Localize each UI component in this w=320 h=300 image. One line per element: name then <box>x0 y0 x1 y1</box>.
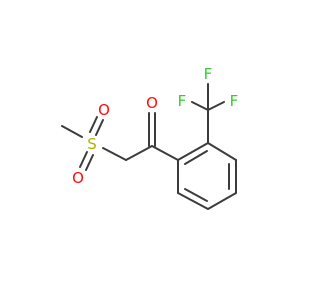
bond-sulfur-oxygen-lower-b <box>85 154 94 171</box>
bond-sulfur-oxygen-lower-a <box>79 151 88 168</box>
bond-sulfur-methylene <box>102 147 127 161</box>
bond-methylene-carbonyl <box>125 145 153 161</box>
sulfur-label: S <box>87 135 97 153</box>
bond-carbonyl-ring <box>151 145 179 161</box>
bond-sulfur-oxygen-upper-a <box>89 116 98 133</box>
ring-bond-1 <box>177 142 209 161</box>
bond-sulfur-oxygen-upper-b <box>95 119 104 136</box>
fluorine-left-label: F <box>178 92 187 110</box>
bond-cf-right <box>207 101 225 111</box>
sulfonyl-oxygen-lower-label: O <box>72 169 84 187</box>
bond-methyl-sulfur <box>61 125 83 138</box>
molecule-drawing: O S O O F F F <box>61 65 239 210</box>
carbonyl-oxygen-label: O <box>146 94 158 112</box>
ring-bond-4 <box>207 192 237 210</box>
ring-inner-bond-1 <box>184 150 208 165</box>
ring-inner-bond-3 <box>184 188 208 202</box>
ring-bond-5 <box>177 192 209 210</box>
ring-bond-2 <box>207 142 237 161</box>
bond-cf-left <box>191 101 209 111</box>
fluorine-right-label: F <box>230 92 239 110</box>
fluorine-top-label: F <box>204 65 213 83</box>
sulfonyl-oxygen-upper-label: O <box>98 101 110 119</box>
